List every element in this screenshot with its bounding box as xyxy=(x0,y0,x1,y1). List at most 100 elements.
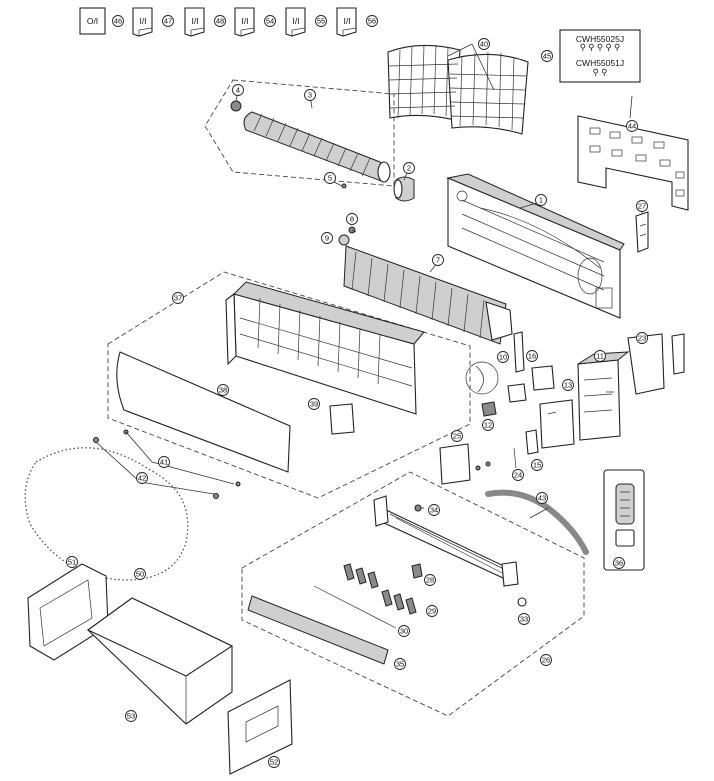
svg-text:48: 48 xyxy=(216,17,224,26)
remote-control xyxy=(603,469,645,571)
svg-text:23: 23 xyxy=(638,334,646,343)
callout-47: 47 xyxy=(162,15,174,27)
callout-35: 35 xyxy=(394,658,406,670)
callout-34: 34 xyxy=(428,504,440,516)
callout-15: 15 xyxy=(531,459,543,471)
vertical-vane-35 xyxy=(247,595,389,665)
svg-text:50: 50 xyxy=(136,570,144,579)
svg-text:I/I: I/I xyxy=(292,16,299,26)
svg-text:CWH55025J: CWH55025J xyxy=(576,34,624,44)
callout-1: 1 xyxy=(535,194,547,206)
callout-30: 30 xyxy=(398,625,410,637)
part-15-connector xyxy=(525,429,539,455)
callout-9: 9 xyxy=(321,232,333,244)
svg-text:35: 35 xyxy=(396,660,404,669)
svg-text:I/I: I/I xyxy=(241,16,248,26)
svg-text:44: 44 xyxy=(628,122,636,131)
callout-23: 23 xyxy=(636,332,648,344)
svg-text:53: 53 xyxy=(127,712,135,721)
callout-13: 13 xyxy=(562,379,574,391)
svg-text:15: 15 xyxy=(533,461,541,470)
callout-48: 48 xyxy=(214,15,226,27)
chassis-complete xyxy=(446,173,625,319)
callout-39: 39 xyxy=(308,398,320,410)
manual-installation-56: I/I xyxy=(336,7,357,37)
callout-45: 45 xyxy=(541,50,553,62)
svg-text:40: 40 xyxy=(480,40,488,49)
callout-36: 36 xyxy=(613,557,625,569)
callout-40: 40 xyxy=(478,38,490,50)
callout-44: 44 xyxy=(626,120,638,132)
svg-text:12: 12 xyxy=(484,421,492,430)
callout-54: 54 xyxy=(264,15,276,27)
pcb-holder-parts xyxy=(507,365,555,403)
part-9-motor-holder xyxy=(338,234,350,246)
svg-text:CWH55051J: CWH55051J xyxy=(576,58,624,68)
carton-box-53 xyxy=(86,597,234,725)
manual-installation-54: I/I xyxy=(234,7,255,37)
part-39-plate xyxy=(329,403,355,435)
louver-blades xyxy=(343,563,417,615)
svg-text:8: 8 xyxy=(350,215,354,224)
callout-3: 3 xyxy=(304,89,316,101)
callout-29: 29 xyxy=(426,605,438,617)
svg-text:28: 28 xyxy=(426,576,434,585)
drain-pan-34 xyxy=(373,495,519,587)
svg-text:I/I: I/I xyxy=(191,16,198,26)
callout-46: 46 xyxy=(112,15,124,27)
svg-text:38: 38 xyxy=(219,386,227,395)
svg-text:51: 51 xyxy=(68,558,76,567)
callout-5: 5 xyxy=(324,172,336,184)
manual-operating-instructions: O/I xyxy=(79,7,106,35)
svg-text:26: 26 xyxy=(542,656,550,665)
svg-text:5: 5 xyxy=(328,174,332,183)
callout-8: 8 xyxy=(346,213,358,225)
manual-installation-55: I/I xyxy=(285,7,306,37)
callout-55: 55 xyxy=(315,15,327,27)
svg-text:42: 42 xyxy=(138,474,146,483)
packing-end-51 xyxy=(27,563,109,661)
control-box-11 xyxy=(577,351,630,441)
svg-text:7: 7 xyxy=(436,256,440,265)
terminal-16 xyxy=(513,331,525,373)
svg-text:46: 46 xyxy=(114,17,122,26)
callout-7: 7 xyxy=(432,254,444,266)
air-filter-pair xyxy=(387,44,529,135)
part-33-bush xyxy=(517,597,527,607)
svg-text:25: 25 xyxy=(453,432,461,441)
drain-pan-group-outline xyxy=(241,471,585,717)
callout-12: 12 xyxy=(482,419,494,431)
callout-52: 52 xyxy=(268,756,280,768)
svg-text:3: 3 xyxy=(308,91,312,100)
callout-53: 53 xyxy=(125,710,137,722)
screw-kit-box: CWH55025J ⚲ ⚲ ⚲ ⚲ ⚲ CWH55051J ⚲ ⚲ xyxy=(559,29,641,83)
svg-text:I/I: I/I xyxy=(343,16,350,26)
callout-28: 28 xyxy=(424,574,436,586)
callout-38: 38 xyxy=(217,384,229,396)
svg-text:2: 2 xyxy=(407,164,411,173)
svg-text:O/I: O/I xyxy=(87,16,98,26)
louver-motor-28 xyxy=(411,563,423,579)
callout-4: 4 xyxy=(232,84,244,96)
callout-41: 41 xyxy=(158,456,170,468)
svg-text:16: 16 xyxy=(528,352,536,361)
svg-text:55: 55 xyxy=(317,17,325,26)
pcb-13 xyxy=(539,399,575,449)
callout-56: 56 xyxy=(366,15,378,27)
callout-25: 25 xyxy=(451,430,463,442)
installation-plate xyxy=(577,115,689,211)
bracket-25 xyxy=(439,443,471,485)
callout-24: 24 xyxy=(512,469,524,481)
svg-text:30: 30 xyxy=(400,627,408,636)
manual-installation-48: I/I xyxy=(184,7,205,37)
cross-flow-fan xyxy=(243,111,391,183)
svg-text:27: 27 xyxy=(638,202,646,211)
callout-10: 10 xyxy=(497,351,509,363)
callout-51: 51 xyxy=(66,556,78,568)
svg-text:10: 10 xyxy=(499,353,507,362)
callout-2: 2 xyxy=(403,162,415,174)
cover-23 xyxy=(627,333,665,395)
svg-text:24: 24 xyxy=(514,471,522,480)
manual-installation-47: I/I xyxy=(132,7,153,37)
